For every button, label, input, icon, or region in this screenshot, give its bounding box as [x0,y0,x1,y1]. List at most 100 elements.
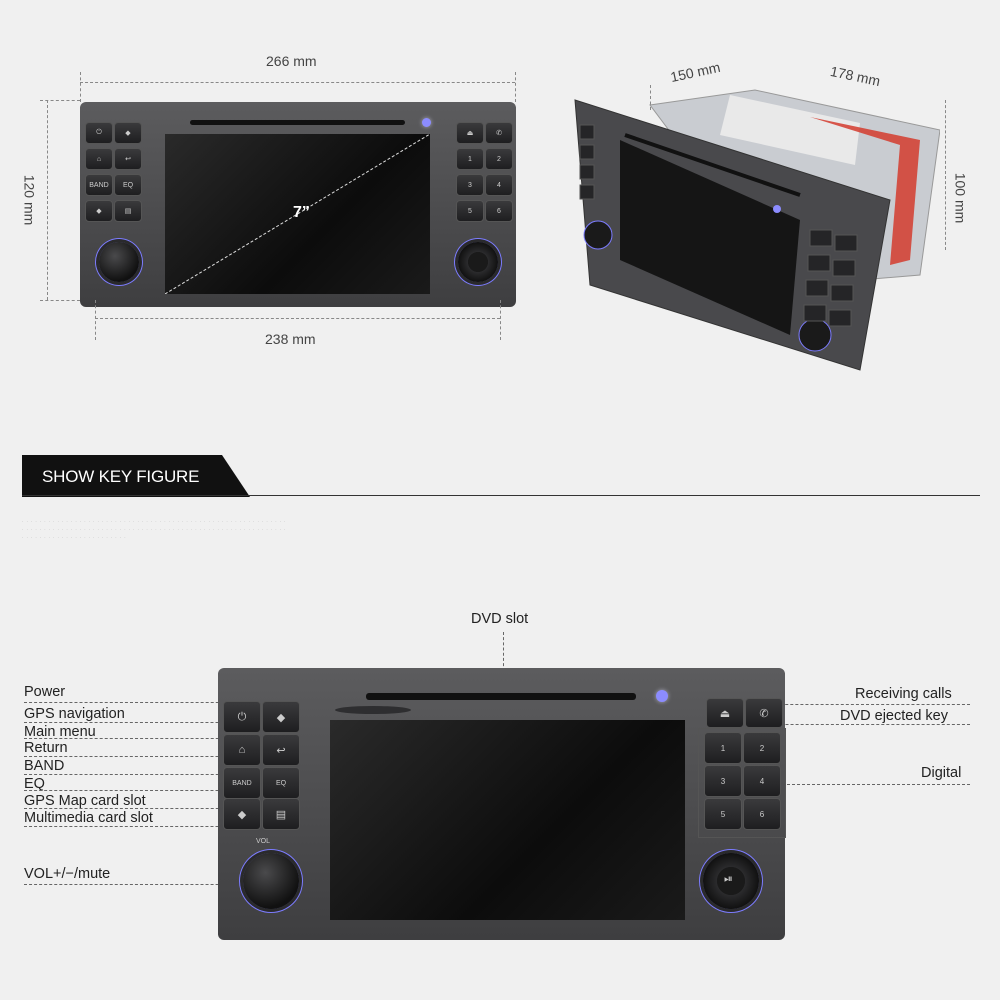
callout-dvd-ejected-key: DVD ejected key [840,708,948,724]
multimedia-card-slot[interactable]: ▤ [262,798,300,830]
top-width-tick-left [80,72,81,102]
top-width-label: 266 mm [266,53,317,69]
callout-dvd-slot: DVD slot [471,611,529,627]
fine-print-line-3: · · · · · · · · · · · · · · · · · · · · … [22,535,127,540]
navigation-dpad[interactable] [458,242,498,282]
gps-map-card-slot[interactable]: ◆ [223,798,261,830]
bottom-width-tick-right [500,300,501,340]
play-pause-icon: ⏯ [724,873,733,885]
phone-button[interactable]: ✆ [485,122,513,144]
power-button[interactable]: ⏻ [85,122,113,144]
dvd-slot [190,120,405,125]
return-button-large[interactable]: ↩ [262,734,300,766]
navigation-dpad-large[interactable]: ⏯ [703,853,759,909]
callout-eq: EQ [24,776,45,792]
eq-leader [24,790,279,791]
digital-keys-group [698,728,786,838]
digit-5-key[interactable]: 5 [456,200,484,222]
height-tick-bottom [40,300,80,301]
height-label: 120 mm [21,174,38,226]
eject-button[interactable]: ⏏ [456,122,484,144]
digital-leader [782,784,970,785]
power-leader [24,702,244,703]
section-divider [22,495,980,496]
bottom-width-tick-left [95,300,96,340]
gps-navigation-button[interactable]: ◆ [262,701,300,733]
screen-large [330,720,685,920]
callout-receiving-calls: Receiving calls [855,686,952,702]
side-height-line [945,100,946,250]
digit-3-key[interactable]: 3 [456,174,484,196]
vol-label: VOL [256,838,271,845]
volume-knob-large[interactable] [243,853,299,909]
digit-6-key[interactable]: 6 [485,200,513,222]
eq-button[interactable]: EQ [114,174,142,196]
return-button[interactable]: ↩ [114,148,142,170]
led-indicator-large [656,690,668,702]
gps-map-card-slot-leader [24,808,244,809]
head-unit-perspective [574,89,940,371]
height-tick-top [40,100,80,101]
band-button-large[interactable]: BAND [223,767,261,799]
callout-vol-mute: VOL+/−/mute [24,866,111,882]
height-line [47,100,48,300]
top-width-tick-right [515,72,516,102]
callout-return: Return [24,740,68,756]
volume-knob[interactable] [99,242,139,282]
bottom-width-line [95,318,500,319]
main-menu-button[interactable]: ⌂ [223,734,261,766]
depth-label: 150 mm [668,58,722,86]
eq-button-large[interactable]: EQ [262,767,300,799]
head-unit-front-small: 7” ⏻ ◆ ⌂ ↩ BAND EQ ◆ ▤ ⏏ ✆ 1 2 3 4 5 6 [80,102,516,307]
digit-2-key-large[interactable]: 2 [743,732,781,764]
depth-tick [650,85,651,110]
dvd-slot-leader [503,632,504,692]
bottom-width-label: 238 mm [265,331,316,347]
section-title: SHOW KEY FIGURE [42,467,200,486]
callout-multimedia-card-slot: Multimedia card slot [24,810,153,826]
dvd-eject-button[interactable]: ⏏ [706,698,744,728]
callout-main-menu: Main menu [24,724,96,740]
band-leader [24,774,244,775]
section-header-badge [22,455,250,497]
digit-1-key[interactable]: 1 [456,148,484,170]
callout-digital: Digital [921,765,962,781]
led-indicator [422,118,431,127]
return-leader [24,756,279,757]
digit-5-key-large[interactable]: 5 [704,798,742,830]
dvd-ejected-key-leader [725,724,970,725]
digit-2-key[interactable]: 2 [485,148,513,170]
callout-gps-navigation: GPS navigation [24,706,125,722]
multimedia-card-slot-leader [24,826,279,827]
band-button[interactable]: BAND [85,174,113,196]
callout-band: BAND [24,758,65,774]
home-button[interactable]: ⌂ [85,148,113,170]
fine-print-line-1: · · · · · · · · · · · · · · · · · · · · … [22,519,287,524]
digit-1-key-large[interactable]: 1 [704,732,742,764]
digit-4-key[interactable]: 4 [485,174,513,196]
main-menu-leader [24,738,244,739]
slot-hole [335,706,411,714]
fine-print-line-2: · · · · · · · · · · · · · · · · · · · · … [22,527,287,532]
top-width-line [80,82,515,83]
receive-call-button[interactable]: ✆ [745,698,783,728]
screen-size-label: 7” [293,204,310,221]
screen: 7” [165,134,430,294]
section-header: SHOW KEY FIGURE [22,455,980,497]
gps-button[interactable]: ◆ [114,122,142,144]
head-unit-front-large: ⏻ ◆ ⌂ ↩ BAND EQ ◆ ▤ VOL ⏏ ✆ 1 2 3 4 5 6 … [218,668,786,940]
dvd-slot-large [366,693,636,700]
power-button-large[interactable]: ⏻ [223,701,261,733]
gps-navigation-leader [24,722,279,723]
diagonal-measure [165,134,430,294]
side-height-label: 100 mm [952,172,969,224]
media-card-button[interactable]: ▤ [114,200,142,222]
map-card-button[interactable]: ◆ [85,200,113,222]
digit-4-key-large[interactable]: 4 [743,765,781,797]
receiving-calls-leader [760,704,970,705]
callout-power: Power [24,684,66,700]
vol-mute-leader [24,884,264,885]
digit-6-key-large[interactable]: 6 [743,798,781,830]
digit-3-key-large[interactable]: 3 [704,765,742,797]
callout-gps-map-card-slot: GPS Map card slot [24,793,146,809]
